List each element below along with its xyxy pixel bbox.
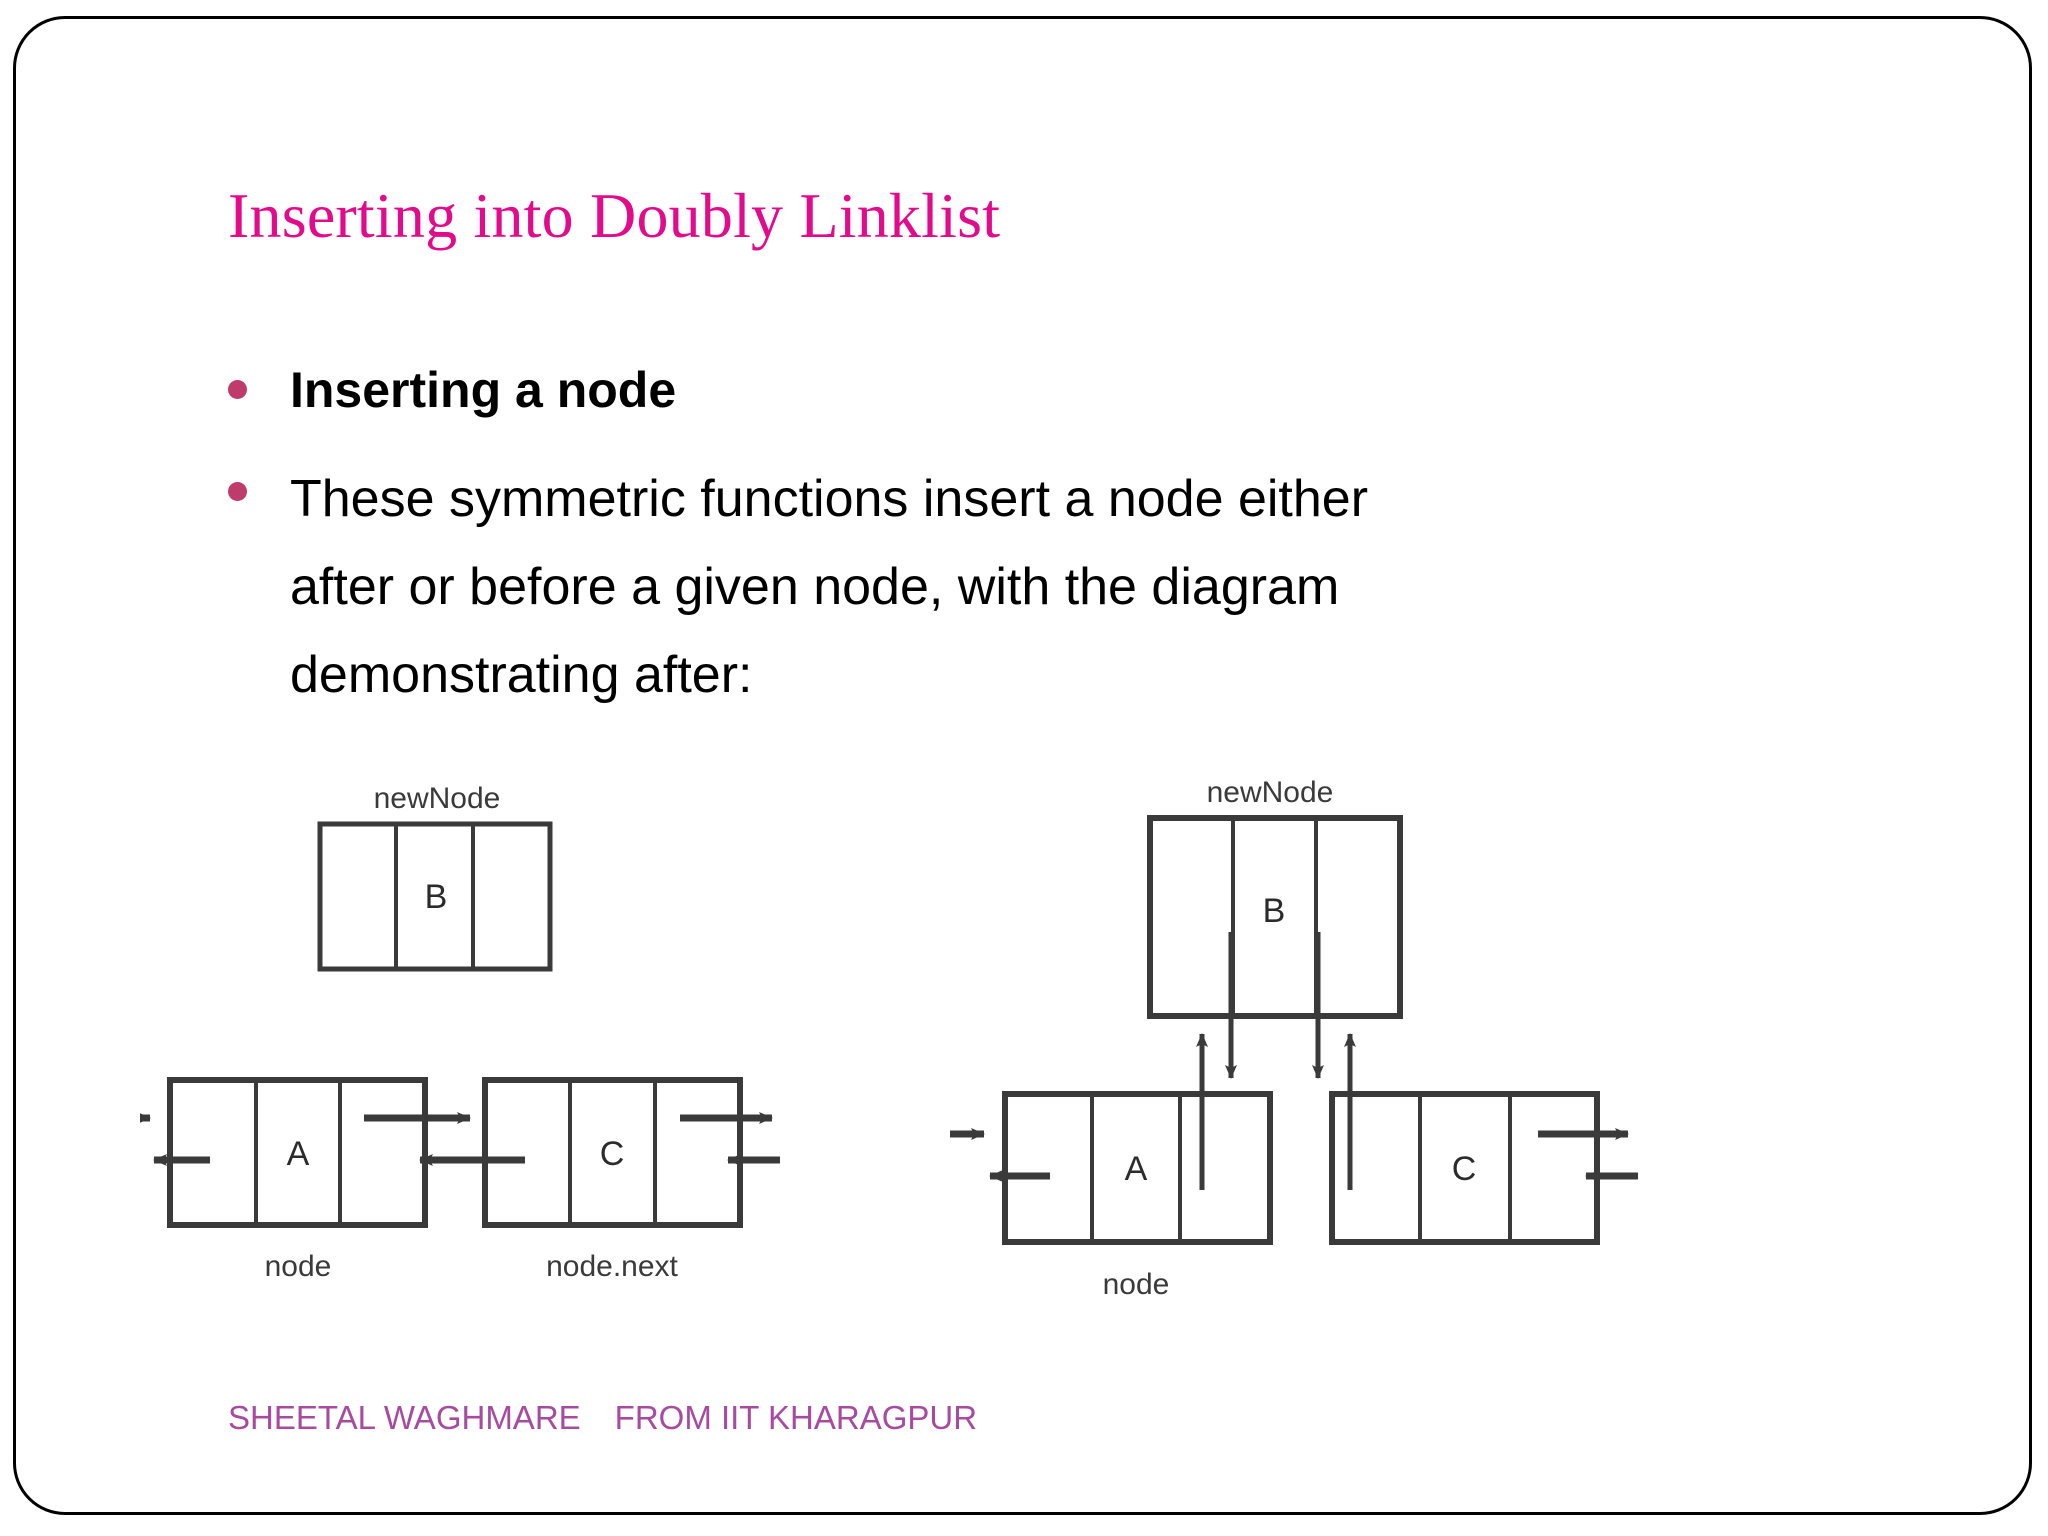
right-node-c-box: C [1329, 1091, 1600, 1245]
right-newnode-value: B [1263, 892, 1286, 930]
left-node-c-value: C [600, 1135, 625, 1173]
left-newnode-box: B [317, 821, 553, 972]
right-outgoing-arrows [1538, 1128, 1638, 1182]
diagram-left: newNode B A node [140, 782, 780, 1283]
linked-list-diagram: newNode B A node [140, 760, 1920, 1340]
left-newnode-value: B [425, 878, 448, 916]
bullet-item-2-line-3: demonstrating after: [290, 646, 753, 704]
left-middle-arrows [364, 1112, 525, 1166]
bullet-item-1-label: Inserting a node [290, 362, 677, 418]
bullet-item-2: These symmetric functions insert a node … [228, 455, 1848, 704]
right-node-c-value: C [1452, 1150, 1477, 1188]
bullet-dot-icon [228, 380, 247, 399]
right-node-a-value: A [1125, 1150, 1148, 1188]
bullet-dot-icon [228, 482, 247, 501]
left-node-a-value: A [287, 1135, 310, 1173]
right-incoming-arrows [950, 1128, 1050, 1182]
diagram-right: newNode B A node [950, 776, 1638, 1301]
right-node-a-box: A [1002, 1091, 1273, 1245]
left-incoming-arrows [140, 1112, 210, 1166]
footer-organization: FROM IIT KHARAGPUR [614, 1399, 978, 1436]
left-node-c-box: C [482, 1077, 743, 1228]
right-newnode-box: B [1147, 815, 1403, 1019]
bullet-item-2-line-2: after or before a given node, with the d… [290, 558, 1340, 616]
left-newnode-label: newNode [374, 782, 501, 815]
bullet-item-2-line-1: These symmetric functions insert a node … [290, 470, 1369, 528]
right-node-a-label: node [1103, 1268, 1170, 1301]
page-title: Inserting into Doubly Linklist [228, 180, 1001, 251]
right-newnode-label: newNode [1207, 776, 1334, 809]
bullet-item-2-label: These symmetric functions insert a node … [290, 455, 1850, 719]
left-node-a-label: node [265, 1250, 332, 1283]
bullet-item-1: Inserting a node [228, 358, 1728, 428]
footer-author: SHEETAL WAGHMARE [228, 1399, 581, 1436]
left-node-c-label: node.next [546, 1250, 678, 1283]
footer-credit: SHEETAL WAGHMARE FROM IIT KHARAGPUR [228, 1395, 1328, 1440]
left-node-a-box: A [167, 1077, 428, 1228]
left-outgoing-arrows [680, 1112, 780, 1166]
